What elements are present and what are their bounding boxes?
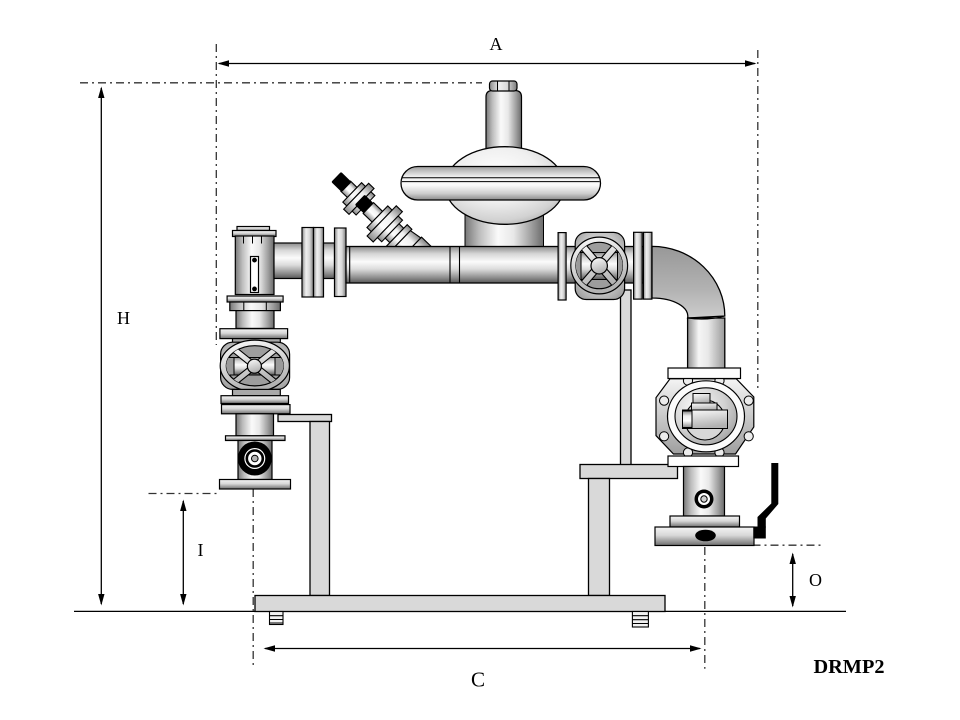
- svg-text:C: C: [471, 668, 485, 692]
- svg-text:DRMP2: DRMP2: [814, 656, 885, 678]
- svg-text:A: A: [490, 34, 503, 54]
- svg-text:I: I: [198, 540, 204, 560]
- svg-text:O: O: [809, 570, 822, 590]
- svg-text:H: H: [117, 308, 130, 328]
